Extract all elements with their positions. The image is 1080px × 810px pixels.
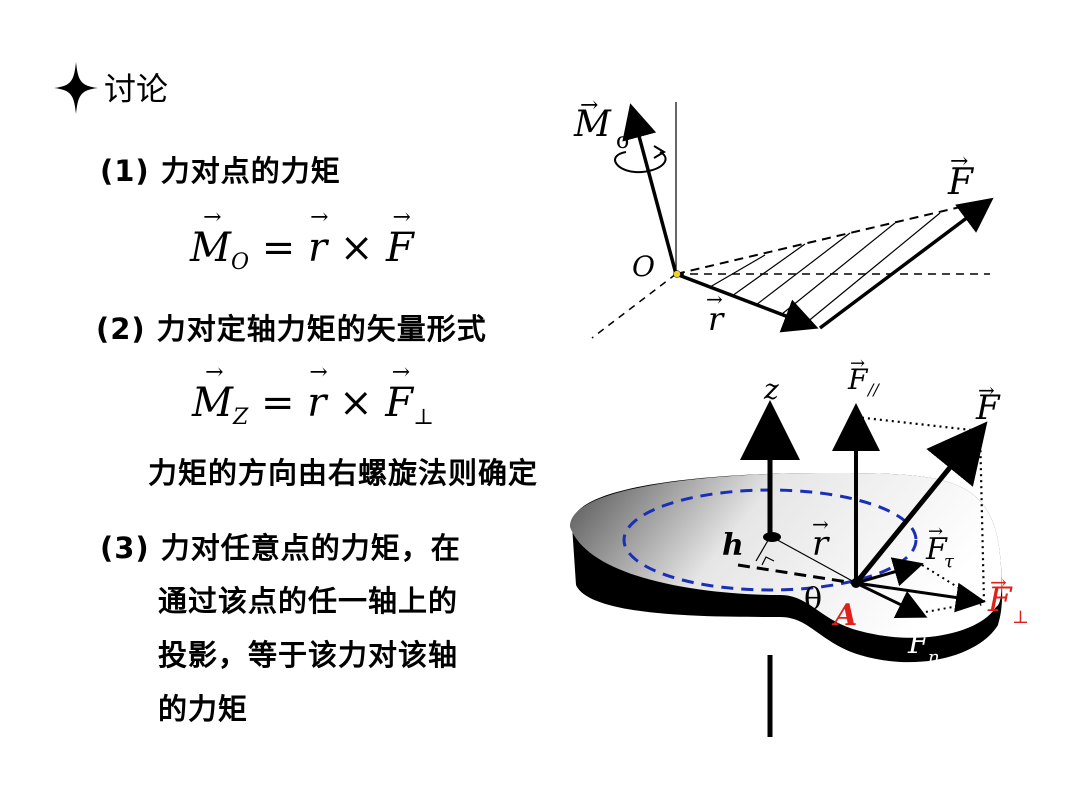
parallelogram-top-edge [675, 199, 991, 275]
page-title: 讨论 [104, 70, 169, 108]
label-F-par-sub: // [866, 380, 880, 399]
label-Mo-sub: o [616, 129, 629, 154]
F-tau-arrow [855, 557, 924, 587]
formula-2-r: r [307, 380, 326, 426]
svg-text:→: → [928, 521, 943, 542]
label-F-top: F [947, 162, 975, 203]
item-3-line-2: 通过该点的任一轴上的 [158, 584, 459, 618]
svg-text:→: → [978, 378, 995, 402]
item-3-line-4: 的力矩 [158, 692, 249, 726]
item-2-label: (2) 力对定轴力矩的矢量形式 [96, 312, 487, 346]
svg-text:→: → [950, 149, 968, 174]
svg-text:→: → [706, 287, 723, 311]
label-z: z [763, 373, 779, 406]
moment-axis-diagram: z F → // F → h r → F → τ θ A F → ⊥ F → n [569, 355, 1029, 737]
svg-text:→: → [910, 615, 925, 636]
point-A-dot [851, 578, 861, 588]
formula-2-eq: = [260, 380, 295, 426]
item-2-note: 力矩的方向由右螺旋法则确定 [148, 456, 539, 490]
formula-2-M-sub: Z [232, 405, 249, 430]
formula-moment-point: MO = r × F [190, 225, 414, 275]
F-n-arrow [855, 581, 928, 619]
item-1-label: (1) 力对点的力矩 [100, 154, 341, 188]
svg-text:→: → [850, 355, 865, 374]
formula-2-M: M [192, 380, 233, 426]
label-F-tau-sub: τ [944, 551, 955, 572]
r-line [771, 536, 857, 584]
origin-point [673, 270, 681, 278]
item-3-line-3: 投影，等于该力对该轴 [158, 638, 459, 672]
r-vector-arrow [675, 272, 819, 333]
formula-moment-axis: MZ = r × F⊥ [192, 380, 434, 430]
formula-1-r: r [308, 225, 327, 271]
label-F-perp: F [987, 580, 1013, 620]
formula-1-F: F [386, 225, 414, 271]
label-A: A [831, 598, 857, 633]
label-theta: θ [804, 582, 822, 617]
item-3-line-1: (3) 力对任意点的力矩，在 [100, 531, 461, 565]
formula-2-F: F [385, 380, 413, 426]
formula-2-times: × [339, 380, 373, 426]
formula-1-eq: = [261, 225, 296, 271]
svg-text:→: → [580, 93, 598, 118]
label-F-bottom: F [975, 388, 1001, 428]
svg-text:→: → [990, 570, 1007, 594]
label-h: h [722, 528, 744, 563]
label-Mo: M [573, 104, 612, 145]
label-r-top: r [708, 300, 725, 338]
formula-1-M: M [190, 225, 231, 271]
formula-1-M-sub: O [230, 250, 250, 275]
depth-dashed-axis [591, 273, 677, 339]
disc-top-surface [569, 473, 1002, 638]
formula-1-times: × [339, 225, 374, 271]
star-bullet-icon [54, 62, 98, 114]
Mo-vector-arrow [622, 103, 678, 275]
F-vector-arrow [818, 197, 994, 330]
formula-2-F-sub: ⊥ [413, 405, 434, 430]
label-F-par: F [847, 363, 869, 396]
label-O: O [632, 250, 655, 283]
label-r-bottom: r [812, 524, 830, 564]
label-F-n: F [907, 626, 930, 661]
svg-text:→: → [812, 512, 829, 536]
label-F-n-sub: n [928, 647, 940, 668]
h-perpendicular-line [737, 563, 855, 585]
label-F-tau: F [925, 532, 948, 567]
rotation-arrow-icon [614, 151, 667, 174]
moment-point-diagram: M → o F → O r → [573, 93, 994, 339]
F-vector-arrow-bottom [854, 421, 988, 585]
label-F-perp-sub: ⊥ [1012, 607, 1029, 628]
